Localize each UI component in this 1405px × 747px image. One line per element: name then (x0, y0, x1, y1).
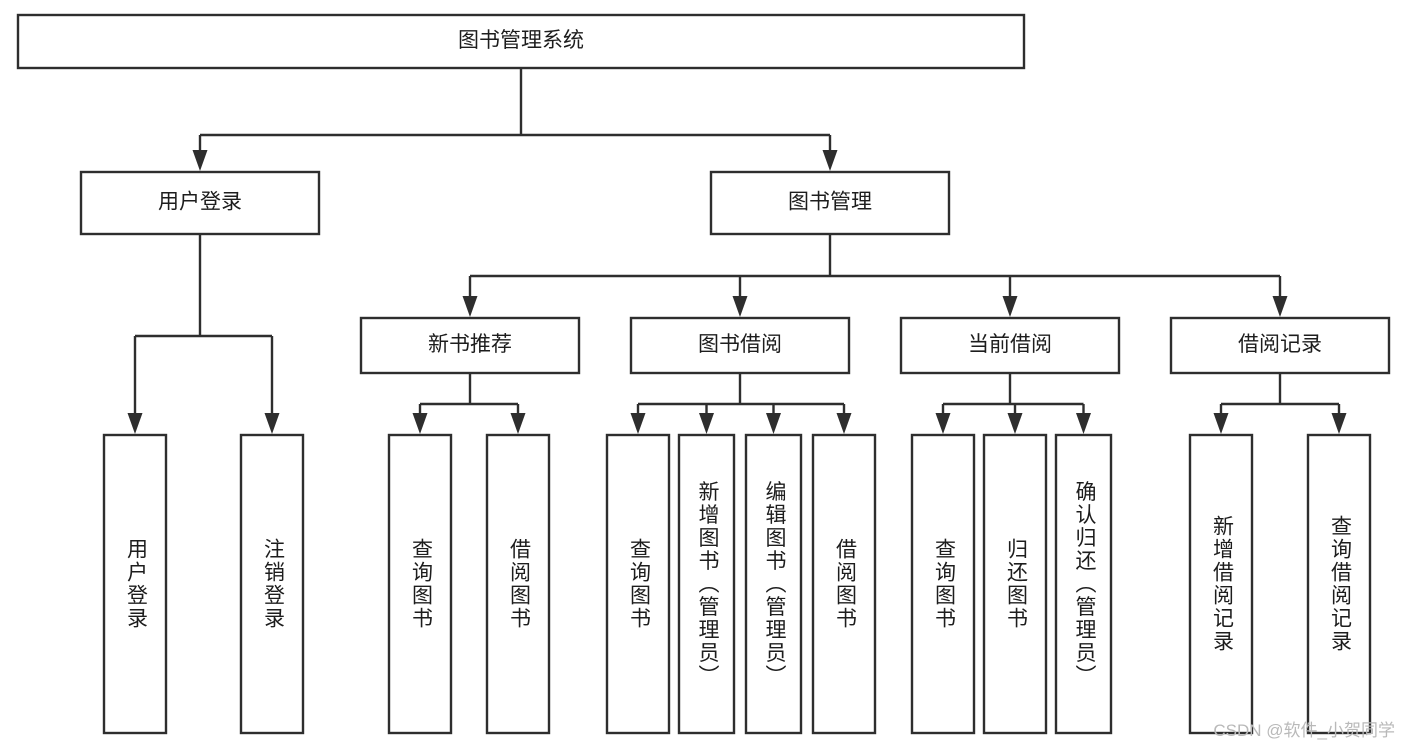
node-box (629, 316, 851, 375)
arrow-head-icon (510, 413, 526, 434)
arrow-head-icon (836, 413, 852, 434)
node-box (709, 170, 951, 236)
node-borrow-record[interactable]: 借阅记录 (1169, 316, 1391, 375)
node-leaf-edit-book[interactable]: 编辑图书（管理员） (744, 433, 803, 735)
node-label: 图书借阅 (698, 333, 782, 356)
node-box (910, 433, 976, 735)
node-box (387, 433, 453, 735)
arrow-head-icon (1076, 413, 1091, 434)
node-box (811, 433, 877, 735)
node-box (1054, 433, 1113, 735)
node-box (899, 316, 1121, 375)
arrow-head-icon (732, 296, 748, 317)
node-box (79, 170, 321, 236)
node-label: 当前借阅 (968, 333, 1052, 356)
node-layer: 图书管理系统用户登录图书管理新书推荐图书借阅当前借阅借阅记录用户登录注销登录查询… (16, 13, 1391, 735)
node-leaf-borrow-book-a[interactable]: 借阅图书 (485, 433, 551, 735)
node-label: 图书管理 (788, 191, 872, 214)
node-label: 用户登录 (124, 538, 148, 630)
arrow-head-icon (264, 413, 280, 434)
node-leaf-query-book-b[interactable]: 查询图书 (605, 433, 671, 735)
node-label: 编辑图书（管理员） (763, 481, 787, 688)
node-label: 新书推荐 (428, 333, 512, 356)
node-book-borrow[interactable]: 图书借阅 (629, 316, 851, 375)
watermark: CSDN @软件_小贺同学 (1213, 721, 1395, 740)
node-leaf-add-record[interactable]: 新增借阅记录 (1188, 433, 1254, 735)
node-leaf-confirm-return[interactable]: 确认归还（管理员） (1054, 433, 1113, 735)
node-leaf-query-record[interactable]: 查询借阅记录 (1306, 433, 1372, 735)
node-label: 确认归还（管理员） (1073, 481, 1097, 688)
node-label: 图书管理系统 (458, 29, 584, 52)
node-box (982, 433, 1048, 735)
arrow-head-icon (1213, 413, 1229, 434)
node-label: 新增借阅记录 (1210, 515, 1234, 653)
node-leaf-user-logout[interactable]: 注销登录 (239, 433, 305, 735)
node-leaf-query-book-c[interactable]: 查询图书 (910, 433, 976, 735)
node-box (1169, 316, 1391, 375)
node-current-borrow[interactable]: 当前借阅 (899, 316, 1121, 375)
node-label: 借阅记录 (1238, 333, 1322, 356)
node-label: 新增图书（管理员） (696, 481, 720, 688)
arrow-head-icon (412, 413, 428, 434)
node-label: 借阅图书 (833, 538, 857, 630)
arrow-head-icon (192, 150, 208, 171)
node-box (359, 316, 581, 375)
node-leaf-user-login[interactable]: 用户登录 (102, 433, 168, 735)
arrow-head-icon (1002, 296, 1018, 317)
arrow-head-icon (766, 413, 781, 434)
node-box (677, 433, 736, 735)
arrow-head-icon (1272, 296, 1288, 317)
node-label: 查询借阅记录 (1328, 515, 1352, 653)
arrow-head-icon (1007, 413, 1023, 434)
arrow-head-icon (462, 296, 478, 317)
arrow-head-icon (1331, 413, 1347, 434)
arrow-head-icon (935, 413, 951, 434)
node-new-book-rec[interactable]: 新书推荐 (359, 316, 581, 375)
arrow-head-icon (127, 413, 143, 434)
node-box (485, 433, 551, 735)
node-user-login[interactable]: 用户登录 (79, 170, 321, 236)
node-label: 查询图书 (932, 538, 956, 630)
node-label: 用户登录 (158, 191, 242, 214)
edge-layer (127, 68, 1347, 434)
node-label: 查询图书 (409, 538, 433, 630)
node-leaf-query-book-a[interactable]: 查询图书 (387, 433, 453, 735)
node-box (605, 433, 671, 735)
node-box (1306, 433, 1372, 735)
node-box (239, 433, 305, 735)
node-label: 归还图书 (1004, 538, 1028, 630)
node-leaf-borrow-book-b[interactable]: 借阅图书 (811, 433, 877, 735)
arrow-head-icon (699, 413, 714, 434)
node-leaf-return-book[interactable]: 归还图书 (982, 433, 1048, 735)
node-label: 借阅图书 (507, 538, 531, 630)
node-box (102, 433, 168, 735)
node-leaf-add-book[interactable]: 新增图书（管理员） (677, 433, 736, 735)
node-book-manage[interactable]: 图书管理 (709, 170, 951, 236)
node-root[interactable]: 图书管理系统 (16, 13, 1026, 70)
arrow-head-icon (630, 413, 646, 434)
node-box (1188, 433, 1254, 735)
node-box (16, 13, 1026, 70)
arrow-head-icon (822, 150, 838, 171)
node-box (744, 433, 803, 735)
node-label: 注销登录 (261, 538, 285, 630)
node-label: 查询图书 (627, 538, 651, 630)
